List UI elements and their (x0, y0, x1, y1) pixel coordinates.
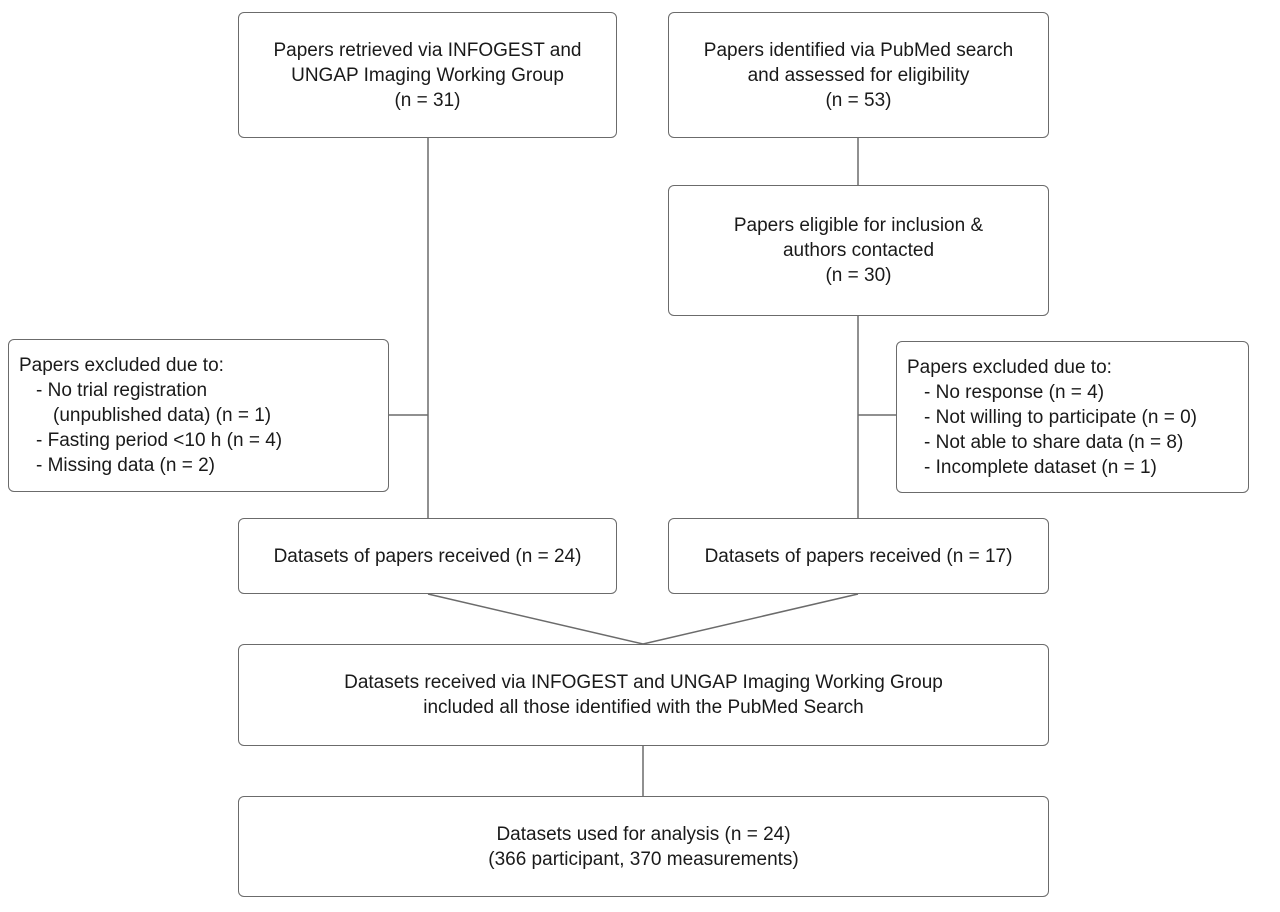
connector-datasets-left-to-merge (427, 593, 644, 645)
node-text-line: Papers identified via PubMed search (703, 39, 1014, 61)
node-text-line: UNGAP Imaging Working Group (291, 64, 564, 86)
exclusion-item: - Fasting period <10 h (n = 4) (36, 430, 283, 451)
node-text-line: (366 participant, 370 measurements) (488, 848, 799, 870)
node-count: (n = 31) (394, 89, 461, 111)
node-papers-retrieved-infogest: Papers retrieved via INFOGEST and UNGAP … (238, 12, 617, 138)
exclusion-title: Papers excluded due to: (19, 355, 224, 376)
node-count: (n = 53) (825, 89, 892, 111)
exclusion-item: - Incomplete dataset (n = 1) (924, 456, 1157, 478)
exclusion-item: - Missing data (n = 2) (36, 455, 215, 476)
node-datasets-used-for-analysis: Datasets used for analysis (n = 24) (366… (238, 796, 1049, 897)
connector-datasets-right-to-merge (642, 593, 859, 645)
node-excluded-right: Papers excluded due to: - No response (n… (896, 341, 1249, 493)
exclusion-item-continuation: (unpublished data) (n = 1) (53, 405, 272, 426)
node-text-line: Datasets of papers received (n = 17) (704, 545, 1013, 567)
node-text-line: included all those identified with the P… (423, 697, 864, 718)
exclusion-item: - No trial registration (36, 380, 208, 401)
exclusion-item: - No response (n = 4) (924, 381, 1105, 403)
node-papers-identified-pubmed: Papers identified via PubMed search and … (668, 12, 1049, 138)
node-datasets-received-left: Datasets of papers received (n = 24) (238, 518, 617, 594)
node-text-line: Datasets received via INFOGEST and UNGAP… (344, 672, 943, 693)
exclusion-title: Papers excluded due to: (907, 356, 1112, 378)
node-datasets-combined: Datasets received via INFOGEST and UNGAP… (238, 644, 1049, 746)
node-text-line: Papers retrieved via INFOGEST and (273, 39, 582, 61)
exclusion-item: - Not willing to participate (n = 0) (924, 406, 1197, 428)
node-papers-eligible: Papers eligible for inclusion & authors … (668, 185, 1049, 316)
exclusion-item: - Not able to share data (n = 8) (924, 431, 1184, 453)
node-text-line: authors contacted (782, 240, 935, 261)
node-text-line: Papers eligible for inclusion & (733, 215, 984, 236)
node-datasets-received-right: Datasets of papers received (n = 17) (668, 518, 1049, 594)
node-count: (n = 30) (825, 265, 892, 286)
node-text-line: and assessed for eligibility (747, 64, 970, 86)
node-excluded-left: Papers excluded due to: - No trial regis… (8, 339, 389, 492)
node-text-line: Datasets used for analysis (n = 24) (496, 823, 791, 845)
node-text-line: Datasets of papers received (n = 24) (273, 545, 582, 567)
